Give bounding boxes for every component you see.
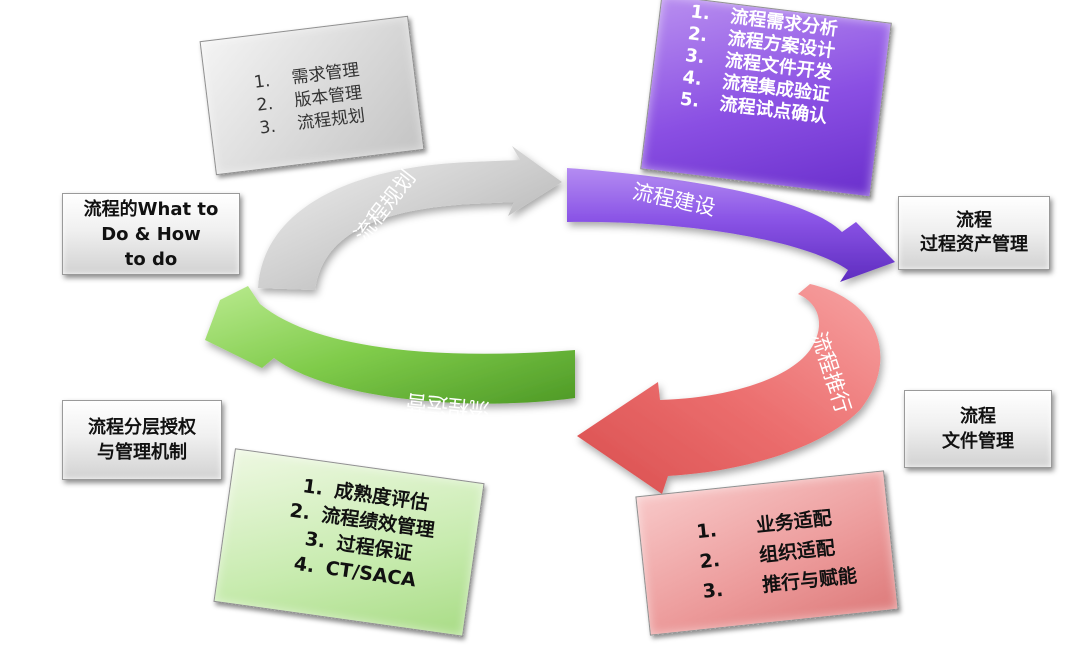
what-how-label-box: 流程的What to Do & How to do — [62, 193, 240, 275]
document-management-label-box: 流程 文件管理 — [904, 390, 1052, 468]
operation-segment — [205, 286, 575, 404]
promotion-callout: 1. 业务适配 2. 组织适配 3. 推行与赋能 — [635, 470, 899, 636]
planning-segment — [258, 146, 562, 290]
authorization-mechanism-label-box: 流程分层授权 与管理机制 — [62, 400, 222, 480]
construction-callout: 1. 流程需求分析 2. 流程方案设计 3. 流程文件开发 4. 流程集成验证 … — [640, 0, 892, 198]
promotion-segment — [577, 284, 881, 494]
asset-management-label-box: 流程 过程资产管理 — [898, 196, 1050, 270]
planning-callout: 1. 需求管理 2. 版本管理 3. 流程规划 — [199, 15, 425, 176]
construction-segment — [567, 168, 895, 282]
